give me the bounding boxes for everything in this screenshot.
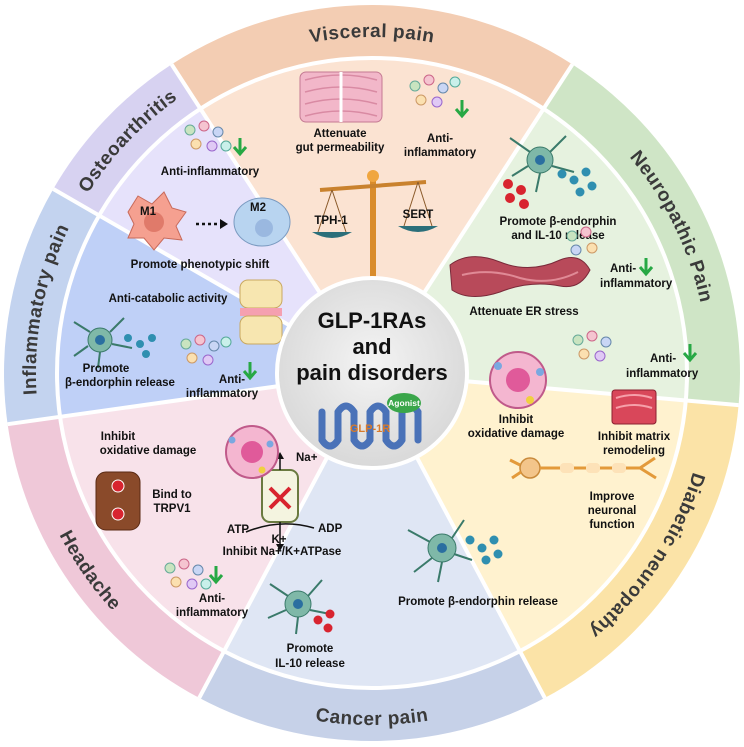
ion-channel-icon: [245, 452, 315, 551]
inhibit-label: Inhibit Na+/K+ATPase: [223, 546, 342, 558]
oxidative-cell-icon: [489, 351, 547, 409]
cytokine-cluster-icon: [566, 226, 598, 256]
center-title-line-2: and: [352, 334, 391, 359]
headache-content: Na+ ATP ADP K+ Inhibit Na+/K+ATPase Anti…: [164, 452, 345, 670]
blue-vesicles-icon: [465, 535, 503, 565]
anti-label-2: inflammatory: [404, 147, 477, 159]
il-label-2: IL-10 release: [275, 658, 345, 670]
m2-label: M2: [250, 202, 266, 214]
endo-label-2: β-endorphin release: [65, 377, 175, 389]
k-label: K+: [271, 534, 286, 546]
il-label-1: Promote: [287, 643, 334, 655]
adp-label: ADP: [318, 523, 343, 535]
oxi-label-1: Inhibit: [101, 431, 136, 443]
anti-label-2: inflammatory: [176, 607, 249, 619]
cytokine-cluster-icon: [409, 74, 461, 108]
center-hub: GLP-1RAs and pain disorders Agonist GLP-…: [275, 276, 469, 470]
anti-label-2: inflammatory: [626, 368, 699, 380]
neuro-label-1: Improve: [590, 491, 635, 503]
anti-label-1: Anti-: [610, 263, 636, 275]
diabetic-content: Inhibit oxidative damage Anti- inflammat…: [468, 330, 699, 531]
anti-label-1: Anti-: [650, 353, 676, 365]
trpv-label-2: TRPV1: [153, 503, 191, 515]
na-label: Na+: [296, 452, 318, 464]
neuron-cell-icon: [509, 135, 575, 193]
matrix-label-1: Inhibit matrix: [598, 431, 671, 443]
shift-label: Promote phenotypic shift: [131, 259, 270, 271]
gut-label-1: Attenuate: [313, 128, 366, 140]
anti-label: Anti-inflammatory: [161, 166, 260, 178]
er-label: Attenuate ER stress: [469, 306, 578, 318]
m1-macrophage-icon: [127, 191, 187, 251]
anti-label-1: Anti-: [199, 593, 225, 605]
osteoarthritis-content: Anti-inflammatory M1 M2 Promote phenotyp…: [109, 120, 291, 345]
visceral-content: Attenuate gut permeability Anti- inflamm…: [296, 71, 477, 292]
red-vesicles-icon: [503, 179, 529, 209]
cytokine-cluster-icon: [572, 330, 612, 362]
joint-cartilage-icon: [239, 279, 283, 345]
down-arrow-icon: [682, 344, 698, 363]
neuron-axon-icon: [509, 456, 657, 480]
glp1-receptor-icon: [318, 393, 422, 450]
anti-label-1: Anti-: [427, 133, 453, 145]
neuron-cell-icon: [73, 317, 133, 369]
neuropathic-content: Promote β-endorphin and IL-10 release An…: [449, 135, 673, 318]
cancer-content: Promote β-endorphin release: [398, 519, 558, 608]
center-title-line-1: GLP-1RAs: [318, 308, 427, 333]
cytokine-cluster-icon: [164, 558, 212, 590]
tissue-block-icon: [611, 389, 657, 425]
down-arrow-icon: [232, 138, 248, 157]
center-title-line-3: pain disorders: [296, 360, 448, 385]
inflammatory-content: Promote β-endorphin release Anti- inflam…: [65, 317, 279, 531]
neuro-label-3: function: [589, 519, 634, 531]
neuron-cell-icon: [407, 519, 473, 583]
anti-label-2: inflammatory: [600, 278, 673, 290]
anti-label-1: Anti-: [219, 374, 245, 386]
endo-label-1: Promote: [83, 363, 130, 375]
down-arrow-icon: [208, 566, 224, 585]
neuron-cell-icon: [267, 579, 331, 635]
m1-label: M1: [140, 206, 157, 218]
trpv1-channel-icon: [95, 471, 141, 531]
oxi-label-2: oxidative damage: [100, 445, 197, 457]
matrix-label-2: remodeling: [603, 445, 665, 457]
er-stress-icon: [449, 256, 591, 297]
down-arrow-icon: [638, 258, 654, 277]
agonist-label: Agonist: [388, 398, 420, 408]
arrow-head-icon: [220, 219, 228, 229]
oxi-label-1: Inhibit: [499, 414, 534, 426]
inner-ring-border: [55, 56, 689, 690]
down-arrow-icon: [242, 362, 258, 381]
trpv-label-1: Bind to: [152, 489, 192, 501]
red-vesicles-icon: [313, 609, 335, 633]
oxi-label-2: oxidative damage: [468, 428, 565, 440]
endo-label: Promote β-endorphin release: [398, 596, 558, 608]
oxidative-cell-icon: [225, 425, 279, 479]
receptor-label: GLP-1R: [350, 423, 390, 435]
endo-label-1: Promote β-endorphin: [500, 216, 617, 228]
catabolic-label: Anti-catabolic activity: [109, 293, 228, 305]
cytokine-cluster-icon: [180, 334, 232, 366]
tph-label: TPH-1: [314, 215, 348, 227]
sert-label: SERT: [403, 209, 434, 221]
m2-macrophage-icon: [233, 197, 291, 247]
blue-vesicles-icon: [124, 334, 156, 358]
blue-vesicles-icon: [557, 167, 597, 197]
neuro-label-2: neuronal: [588, 505, 637, 517]
down-arrow-icon: [454, 100, 470, 119]
gut-label-2: gut permeability: [296, 142, 385, 154]
atp-label: ATP: [227, 524, 249, 536]
gut-tissue-icon: [299, 71, 383, 123]
anti-label-2: inflammatory: [186, 388, 259, 400]
cytokine-cluster-icon: [184, 120, 232, 152]
